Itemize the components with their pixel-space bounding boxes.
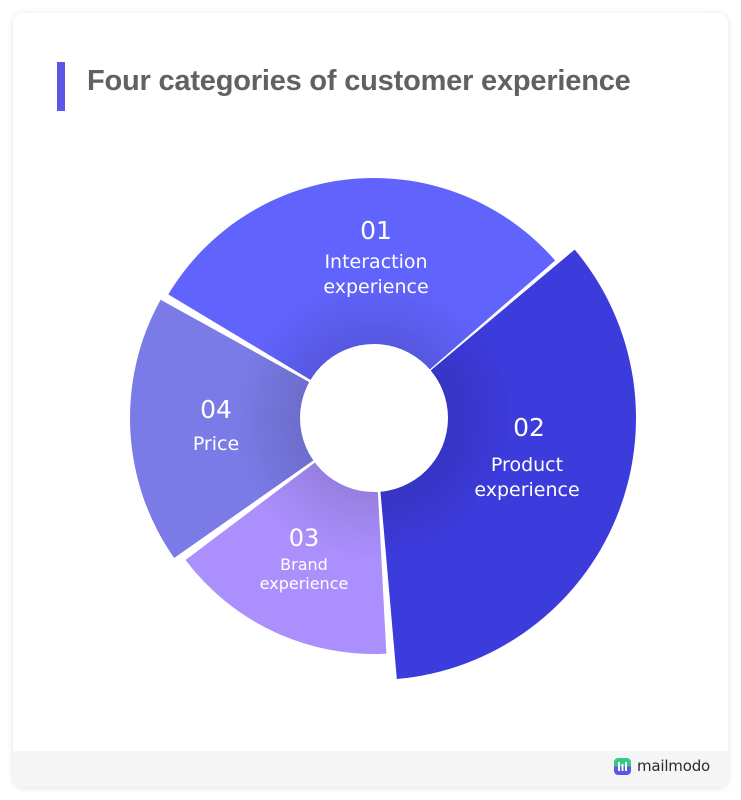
brand-mark: mailmodo bbox=[613, 757, 710, 775]
segment-01-title-line2: experience bbox=[323, 276, 428, 298]
segment-04-label: 04 Price bbox=[193, 395, 239, 455]
segment-01-label: 01 Interaction experience bbox=[323, 216, 428, 298]
segment-02-number: 02 bbox=[513, 413, 545, 442]
segment-03-title-line2: experience bbox=[260, 574, 349, 593]
segment-04-number: 04 bbox=[200, 395, 232, 424]
segment-03-number: 03 bbox=[289, 524, 320, 552]
segment-04-title-line1: Price bbox=[193, 433, 239, 455]
segment-01-shadow bbox=[168, 177, 556, 382]
segment-04-shadow bbox=[129, 299, 317, 558]
segment-01-title-line1: Interaction bbox=[324, 251, 427, 273]
segment-03-title-line1: Brand bbox=[280, 555, 328, 574]
segment-03-shadow bbox=[185, 460, 387, 654]
segment-03-label: 03 Brand experience bbox=[260, 524, 349, 593]
brand-name: mailmodo bbox=[636, 757, 710, 775]
segment-02-title-line1: Product bbox=[491, 454, 563, 476]
segment-02-shadow bbox=[380, 249, 637, 680]
segment-01-number: 01 bbox=[360, 216, 392, 245]
title-accent-bar bbox=[57, 62, 65, 111]
footer-bar: mailmodo bbox=[13, 751, 728, 787]
segment-02-label: 02 Product experience bbox=[474, 413, 579, 501]
segment-02-title-line2: experience bbox=[474, 479, 579, 501]
infographic-card: Four categories of customer experience 0… bbox=[13, 13, 728, 787]
mailmodo-logo-icon bbox=[613, 757, 631, 775]
customer-experience-donut: 01 Interaction experience 02 Product exp… bbox=[129, 177, 637, 680]
page-title: Four categories of customer experience bbox=[87, 65, 631, 97]
center-hole bbox=[300, 344, 448, 492]
